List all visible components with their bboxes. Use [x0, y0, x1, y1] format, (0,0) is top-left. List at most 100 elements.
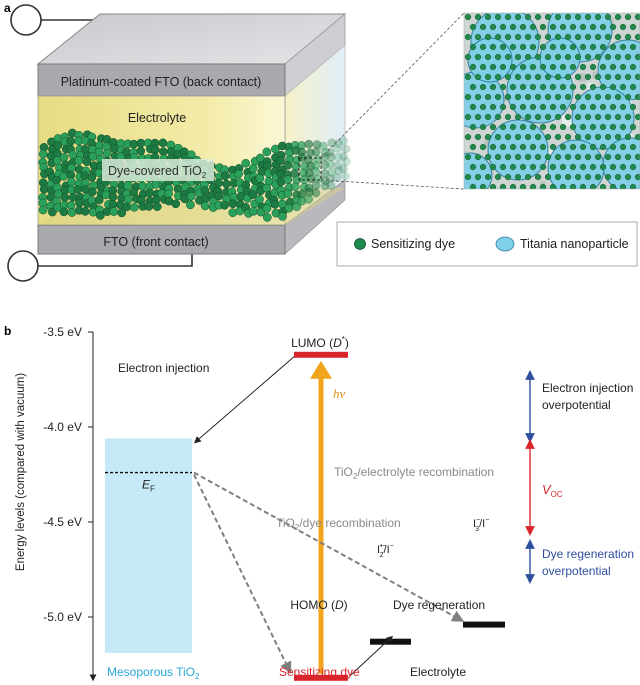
- dye-molecule: [604, 13, 612, 21]
- dye-molecule: [629, 63, 637, 71]
- dye-molecule: [469, 123, 477, 131]
- dye-molecule: [559, 63, 567, 71]
- dye-molecule: [604, 173, 612, 181]
- dye-particle: [318, 141, 328, 151]
- tio2-dye-recombination-label: TiO2/dye recombination: [276, 516, 401, 532]
- dye-particle: [60, 193, 70, 202]
- dye-molecule: [504, 33, 512, 41]
- dye-molecule: [564, 73, 572, 81]
- dye-particle: [214, 178, 223, 188]
- dye-molecule: [494, 133, 502, 141]
- dye-molecule: [499, 103, 507, 111]
- zoom-inset: [463, 12, 640, 190]
- dye-regeneration-label: Dye regeneration: [393, 598, 485, 612]
- dye-molecule: [544, 13, 552, 21]
- dye-molecule: [589, 83, 597, 91]
- dye-particle: [220, 200, 229, 210]
- dye-molecule: [529, 63, 537, 71]
- dye-molecule: [614, 153, 622, 161]
- dye-molecule: [569, 163, 577, 171]
- dye-molecule: [599, 103, 607, 111]
- dye-molecule: [464, 173, 472, 181]
- dye-particle: [304, 139, 314, 149]
- dye-molecule: [544, 173, 552, 181]
- electron-injection-arrow: [193, 356, 295, 444]
- dye-particle: [75, 198, 84, 208]
- dye-molecule: [514, 113, 522, 121]
- tio2-conduction-band: [105, 438, 192, 653]
- inset-texture: [547, 148, 555, 156]
- dye-particle: [320, 160, 330, 170]
- dye-particle: [38, 205, 48, 215]
- dye-molecule: [464, 53, 472, 61]
- column-electrolyte-label: Electrolyte: [410, 665, 466, 679]
- dye-molecule: [504, 133, 512, 141]
- dye-molecule: [604, 73, 612, 81]
- dye-molecule: [574, 173, 582, 181]
- dye-molecule: [564, 133, 572, 141]
- dye-molecule: [569, 83, 577, 91]
- dye-molecule: [589, 103, 597, 111]
- dye-molecule: [629, 183, 637, 189]
- dye-particle: [332, 173, 342, 183]
- dye-particle: [200, 186, 210, 196]
- dye-particle: [87, 173, 97, 182]
- dye-molecule: [619, 43, 627, 51]
- dye-particle: [129, 202, 139, 212]
- dye-molecule: [634, 133, 640, 141]
- dye-molecule: [599, 163, 607, 171]
- dye-molecule: [604, 113, 612, 121]
- dye-particle: [326, 152, 336, 162]
- dye-molecule: [509, 103, 517, 111]
- dye-molecule: [519, 63, 527, 71]
- inset-texture: [561, 115, 573, 127]
- tio2-electrolyte-recombination-arrow: [193, 471, 465, 622]
- titania-nanoparticle: [487, 119, 549, 181]
- tio2-electrolyte-recombination-label: TiO2/electrolyte recombination: [334, 465, 494, 481]
- dye-particle: [52, 175, 61, 185]
- dye-molecule: [629, 43, 637, 51]
- dye-molecule: [539, 123, 547, 131]
- dye-molecule: [529, 183, 537, 189]
- dye-molecule: [469, 163, 477, 171]
- dye-molecule: [549, 143, 557, 151]
- dye-molecule: [514, 133, 522, 141]
- dye-molecule: [604, 133, 612, 141]
- dye-molecule: [619, 123, 627, 131]
- dye-particle: [320, 153, 329, 162]
- dye-molecule: [589, 43, 597, 51]
- dye-molecule: [514, 33, 522, 41]
- zoom-region-marker: [298, 157, 322, 181]
- dye-molecule: [634, 33, 640, 41]
- dye-particle: [234, 169, 243, 179]
- dye-molecule: [574, 113, 582, 121]
- photon-arrow-head: [310, 360, 332, 379]
- dye-molecule: [479, 183, 487, 189]
- dye-molecule: [474, 173, 482, 181]
- dye-particle: [248, 164, 258, 173]
- voc-label: VOC: [542, 482, 563, 499]
- dye-molecule: [514, 73, 522, 81]
- legend-dye-label: Sensitizing dye: [371, 237, 455, 251]
- panel-b-letter: b: [4, 324, 11, 338]
- dye-molecule: [589, 63, 597, 71]
- dye-particle: [102, 149, 112, 158]
- dye-molecule: [574, 73, 582, 81]
- lumo-level: [294, 351, 348, 358]
- dye-molecule: [509, 183, 517, 189]
- dye-particle: [325, 159, 335, 169]
- dye-molecule: [529, 123, 537, 131]
- dye-molecule: [469, 63, 477, 71]
- dye-molecule: [599, 123, 607, 131]
- titania-nanoparticle: [464, 152, 493, 189]
- dye-molecule: [554, 73, 562, 81]
- dye-molecule: [619, 63, 627, 71]
- dye-particle: [332, 144, 342, 153]
- homo-label: HOMO (D): [290, 598, 347, 612]
- dye-particle: [38, 149, 48, 159]
- dye-molecule: [534, 113, 542, 121]
- dye-molecule: [484, 153, 492, 161]
- dye-molecule: [574, 13, 582, 21]
- dye-particle: [311, 181, 321, 190]
